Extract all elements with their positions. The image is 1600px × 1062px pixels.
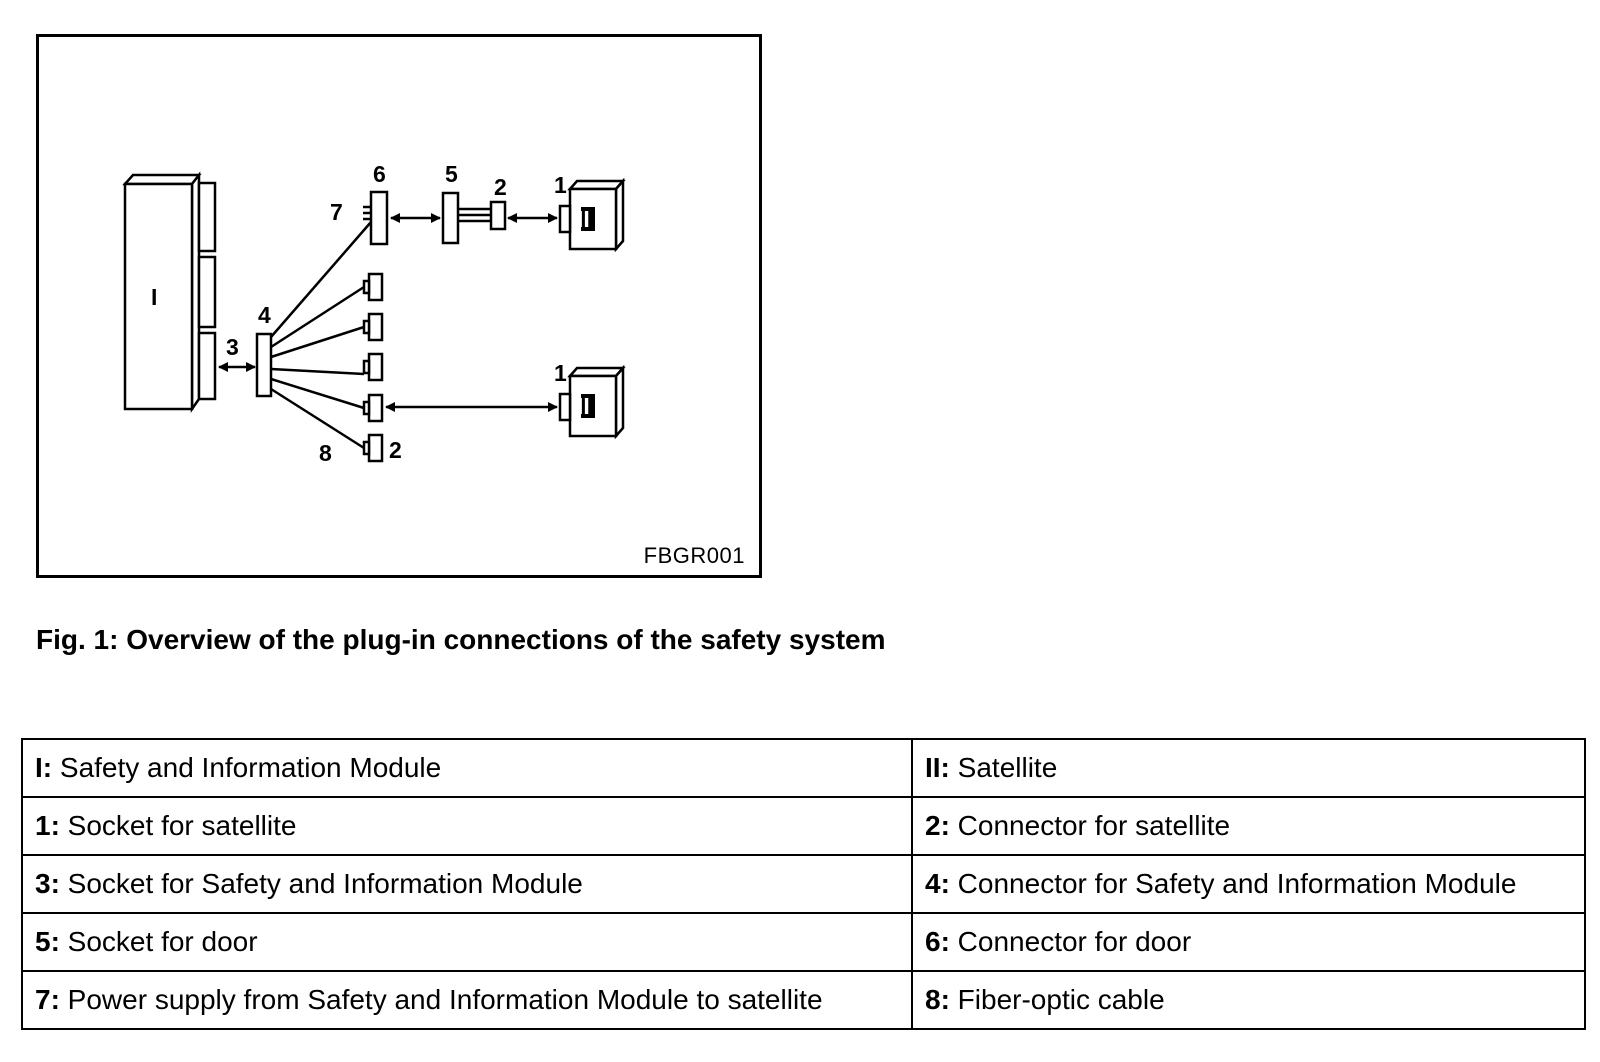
label-4: 4 bbox=[258, 302, 271, 328]
cable-to-door bbox=[270, 221, 372, 338]
legend-cell: II: Satellite bbox=[911, 738, 1586, 798]
legend-key: 6: bbox=[925, 926, 950, 957]
legend-text: Safety and Information Module bbox=[52, 752, 442, 783]
label-8: 8 bbox=[319, 440, 332, 466]
legend-table: I: Safety and Information Module II: Sat… bbox=[21, 738, 1586, 1030]
figure-code: FBGR001 bbox=[643, 543, 745, 568]
legend-cell: 1: Socket for satellite bbox=[21, 796, 913, 856]
legend-cell: 5: Socket for door bbox=[21, 912, 913, 972]
legend-key: 4: bbox=[925, 868, 950, 899]
legend-cell: 4: Connector for Safety and Information … bbox=[911, 854, 1586, 914]
legend-key: 2: bbox=[925, 810, 950, 841]
legend-key: 3: bbox=[35, 868, 60, 899]
table-row: 7: Power supply from Safety and Informat… bbox=[21, 970, 1586, 1030]
socket-5-shape bbox=[441, 191, 491, 245]
legend-text: Power supply from Safety and Information… bbox=[59, 984, 823, 1015]
satellite-upper-shape bbox=[558, 177, 626, 253]
legend-cell: 2: Connector for satellite bbox=[911, 796, 1586, 856]
figure-frame: I II II 1 1 2 2 3 4 5 6 7 8 FBGR001 bbox=[36, 34, 762, 578]
connector-6-shape bbox=[363, 190, 389, 246]
legend-key: 1: bbox=[35, 810, 60, 841]
connector-stack bbox=[362, 272, 384, 463]
table-row: I: Safety and Information Module II: Sat… bbox=[21, 738, 1586, 798]
label-2-upper: 2 bbox=[494, 174, 507, 200]
legend-cell: 7: Power supply from Safety and Informat… bbox=[21, 970, 913, 1030]
legend-text: Satellite bbox=[949, 752, 1058, 783]
legend-key: 8: bbox=[925, 984, 950, 1015]
legend-key: II: bbox=[925, 752, 950, 783]
legend-text: Socket for satellite bbox=[59, 810, 297, 841]
label-1-upper: 1 bbox=[554, 172, 567, 198]
label-satellite-upper: II bbox=[577, 206, 590, 232]
legend-text: Connector for Safety and Information Mod… bbox=[949, 868, 1517, 899]
label-3: 3 bbox=[226, 334, 239, 360]
legend-text: Socket for Safety and Information Module bbox=[59, 868, 583, 899]
connector-2-upper-shape bbox=[489, 200, 507, 231]
plug-in-connections-diagram: I II II 1 1 2 2 3 4 5 6 7 8 bbox=[122, 161, 626, 466]
label-module-I: I bbox=[151, 284, 157, 310]
legend-text: Fiber-optic cable bbox=[949, 984, 1165, 1015]
safety-information-module-shape bbox=[122, 171, 217, 413]
label-1-lower: 1 bbox=[554, 360, 567, 386]
figure-caption: Fig. 1: Overview of the plug-in connecti… bbox=[36, 624, 886, 655]
legend-cell: 8: Fiber-optic cable bbox=[911, 970, 1586, 1030]
legend-cell: 6: Connector for door bbox=[911, 912, 1586, 972]
label-2-lower: 2 bbox=[389, 437, 402, 463]
table-row: 3: Socket for Safety and Information Mod… bbox=[21, 854, 1586, 914]
label-7: 7 bbox=[330, 199, 343, 225]
legend-text: Socket for door bbox=[59, 926, 258, 957]
label-6: 6 bbox=[373, 161, 386, 187]
label-5: 5 bbox=[445, 161, 458, 187]
table-row: 5: Socket for door 6: Connector for door bbox=[21, 912, 1586, 972]
legend-text: Connector for satellite bbox=[949, 810, 1231, 841]
legend-key: I: bbox=[35, 752, 53, 783]
legend-cell: 3: Socket for Safety and Information Mod… bbox=[21, 854, 913, 914]
legend-cell: I: Safety and Information Module bbox=[21, 738, 913, 798]
connector-4-shape bbox=[255, 332, 273, 398]
legend-key: 5: bbox=[35, 926, 60, 957]
table-row: 1: Socket for satellite 2: Connector for… bbox=[21, 796, 1586, 856]
legend-text: Connector for door bbox=[949, 926, 1192, 957]
legend-key: 7: bbox=[35, 984, 60, 1015]
label-satellite-lower: II bbox=[577, 393, 590, 419]
